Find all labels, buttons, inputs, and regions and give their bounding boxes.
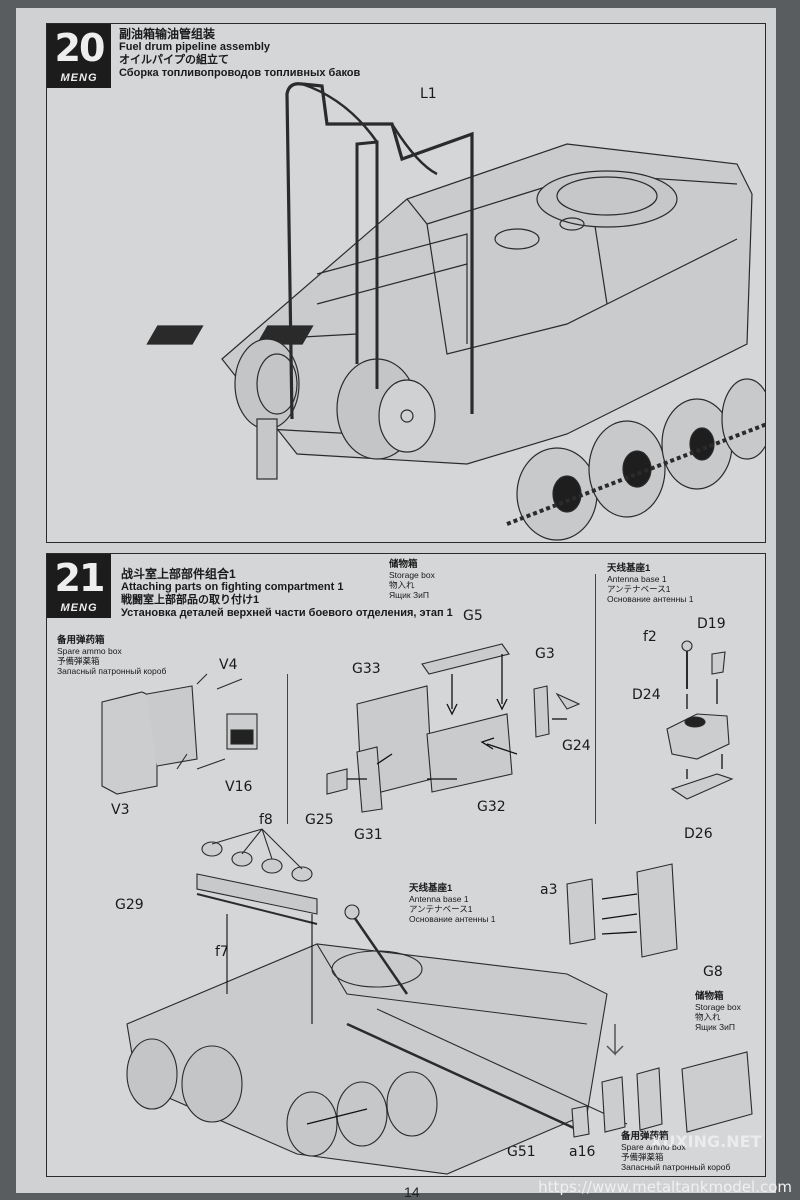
title-en: Attaching parts on fighting compartment … — [121, 581, 344, 593]
caption-ja: 物入れ — [389, 580, 415, 590]
part-label: f7 — [215, 944, 229, 960]
ammo-box-caption: 备用弹药箱 Spare ammo box 予備弾薬箱 Запасный патр… — [57, 635, 167, 677]
storage-box-caption-2: 储物箱 Storage box 物入れ Ящик ЗиП — [695, 991, 741, 1033]
step-20-title: 副油箱输油管组装 Fuel drum pipeline assembly オイル… — [119, 28, 360, 80]
part-label: G8 — [703, 964, 723, 980]
step-20-drawing — [146, 82, 765, 541]
part-label: D24 — [632, 687, 661, 703]
caption-zh: 储物箱 — [695, 991, 724, 1002]
watermark-url: https://www.metaltankmodel.com — [538, 1178, 792, 1196]
part-label: G25 — [305, 812, 334, 828]
part-label: G3 — [535, 646, 555, 662]
caption-ja: 予備弾薬箱 — [621, 1152, 664, 1162]
step-20-panel: 20 MENG 副油箱输油管组装 Fuel drum pipeline asse… — [46, 23, 766, 543]
antenna-base-caption-2: 天线基座1 Antenna base 1 アンテナベース1 Основание … — [409, 883, 496, 925]
part-label: a16 — [569, 1144, 596, 1160]
step-21-drawing — [101, 640, 753, 1175]
title-ja: オイルパイプの組立て — [119, 54, 229, 66]
caption-zh: 备用弹药箱 — [621, 1131, 669, 1142]
part-label: V4 — [219, 657, 238, 673]
part-label: f8 — [259, 812, 273, 828]
watermark-logo: XUXING.NET — [650, 1132, 762, 1151]
part-label: G29 — [115, 897, 144, 913]
part-label: G33 — [352, 661, 381, 677]
title-ru: Сборка топливопроводов топливных баков — [119, 67, 361, 79]
antenna-base-caption: 天线基座1 Antenna base 1 アンテナベース1 Основание … — [607, 563, 694, 605]
part-label: V16 — [225, 779, 253, 795]
step-number: 20 — [54, 26, 106, 70]
caption-en: Storage box — [389, 570, 435, 580]
caption-ja: 物入れ — [695, 1012, 721, 1022]
instruction-sheet: 20 MENG 副油箱输油管组装 Fuel drum pipeline asse… — [16, 8, 776, 1200]
divider — [287, 674, 288, 824]
part-label-l1: L1 — [420, 86, 437, 102]
part-label: G31 — [354, 827, 383, 843]
caption-en: Antenna base 1 — [409, 894, 469, 904]
ammo-box-caption-2: 备用弹药箱 Spare ammo box 予備弾薬箱 Запасный патр… — [621, 1131, 731, 1173]
caption-ru: Основание антенны 1 — [607, 594, 694, 604]
step-21-badge: 21 MENG — [47, 554, 111, 618]
title-zh: 战斗室上部部件组合1 — [121, 567, 236, 581]
caption-zh: 天线基座1 — [409, 883, 453, 894]
caption-zh: 备用弹药箱 — [57, 635, 105, 646]
caption-ja: アンテナベース1 — [409, 904, 473, 914]
caption-ru: Основание антенны 1 — [409, 914, 496, 924]
brand-logo: MENG — [60, 602, 98, 614]
part-label: G5 — [463, 608, 483, 624]
part-label: V3 — [111, 802, 130, 818]
title-ja: 戦闘室上部部品の取り付け1 — [121, 594, 260, 606]
step-21-panel: 21 MENG 战斗室上部部件组合1 Attaching parts on fi… — [46, 553, 766, 1177]
part-label: D19 — [697, 616, 726, 632]
caption-ru: Ящик ЗиП — [389, 590, 429, 600]
title-zh: 副油箱输油管组装 — [119, 27, 216, 41]
divider — [595, 574, 596, 824]
caption-ja: 予備弾薬箱 — [57, 656, 100, 666]
caption-ru: Ящик ЗиП — [695, 1022, 735, 1032]
title-ru: Установка деталей верхней части боевого … — [121, 607, 453, 619]
part-label: D26 — [684, 826, 713, 842]
step-20-badge: 20 MENG — [47, 24, 111, 88]
step-number: 21 — [54, 556, 106, 600]
caption-ja: アンテナベース1 — [607, 584, 671, 594]
caption-en: Spare ammo box — [57, 646, 122, 656]
caption-en: Spare ammo box — [621, 1142, 686, 1152]
step-21-title: 战斗室上部部件组合1 Attaching parts on fighting c… — [121, 568, 453, 620]
brand-logo: MENG — [60, 72, 98, 84]
page-number: 14 — [404, 1184, 420, 1200]
caption-ru: Запасный патронный короб — [621, 1162, 731, 1172]
caption-en: Storage box — [695, 1002, 741, 1012]
part-label: f2 — [643, 629, 657, 645]
storage-box-caption: 储物箱 Storage box 物入れ Ящик ЗиП — [389, 559, 435, 601]
part-label: G24 — [562, 738, 591, 754]
part-label: a3 — [540, 882, 558, 898]
part-label: G32 — [477, 799, 506, 815]
caption-ru: Запасный патронный короб — [57, 666, 167, 676]
caption-zh: 天线基座1 — [607, 563, 651, 574]
part-label: G51 — [507, 1144, 536, 1160]
title-en: Fuel drum pipeline assembly — [119, 41, 270, 53]
caption-en: Antenna base 1 — [607, 574, 667, 584]
caption-zh: 储物箱 — [389, 559, 418, 570]
